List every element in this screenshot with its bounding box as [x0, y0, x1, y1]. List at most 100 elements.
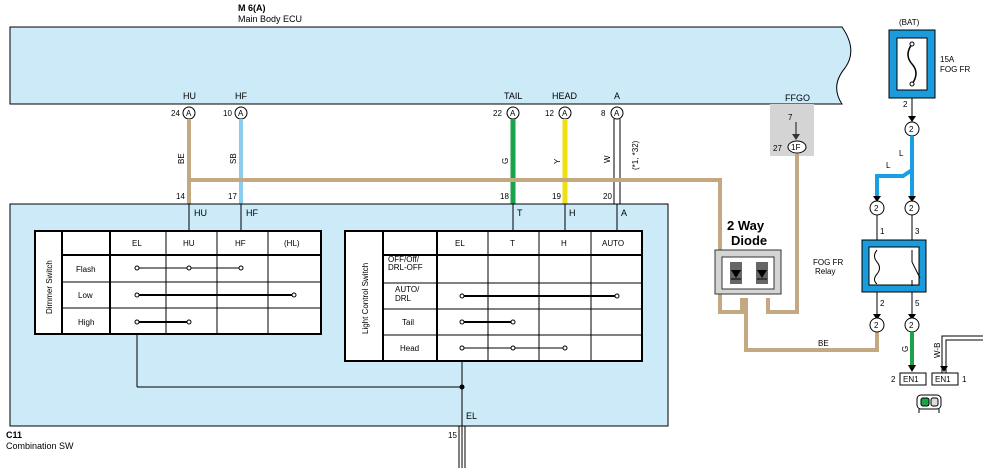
ffgo-pin: 27 — [773, 144, 782, 153]
switch-terminal-hu: HU — [194, 208, 207, 218]
lc-row-tail: Tail — [402, 318, 414, 327]
relay-pin-3: 3 — [915, 227, 920, 236]
lc-col-h: H — [561, 239, 567, 248]
wire-code-hu: BE — [177, 153, 186, 164]
ecu-description: Main Body ECU — [238, 14, 302, 24]
wire-code-hf: SB — [229, 153, 238, 164]
diode-label-1: 2 Way — [727, 218, 765, 233]
relay-output-wires: G W-B EN1 2 EN1 1 — [891, 332, 983, 413]
relay-conn-1: 2 — [874, 204, 879, 213]
en1-right-pin: 1 — [962, 375, 967, 384]
ecu-terminal-hf: HF 10 A — [223, 91, 248, 120]
switch-pin-20: 20 — [603, 192, 612, 201]
ecu-terminal-label: A — [614, 91, 620, 101]
relay-pin-2: 2 — [880, 299, 885, 308]
fog-fr-fuse: (BAT) 15A FOG FR 2 2 — [888, 18, 970, 137]
switch-pin-17: 17 — [228, 192, 237, 201]
ffgo-terminal: FFGO 7 27 1F — [770, 93, 814, 156]
dimmer-col-hf: HF — [235, 239, 246, 248]
switch-terminal-h: H — [569, 208, 576, 218]
ecu-terminal-label: HEAD — [552, 91, 578, 101]
ground-pin: 15 — [448, 431, 457, 440]
lc-row-head: Head — [400, 344, 419, 353]
lc-col-el: EL — [455, 239, 465, 248]
dimmer-col-el: EL — [132, 239, 142, 248]
ecu-terminal-hu: HU 24 A — [171, 91, 196, 120]
fuse-wires: L L — [875, 136, 914, 198]
plug-icon — [916, 394, 942, 413]
wire-code-relay-out: G — [901, 346, 910, 352]
wire-code-ground: W-B — [933, 343, 942, 358]
connector-code: A — [562, 109, 568, 118]
dimmer-col-hu: HU — [183, 239, 195, 248]
wire-code-head: Y — [553, 158, 562, 164]
fuse-rating: 15A — [940, 55, 955, 64]
relay-conn-3: 2 — [909, 204, 914, 213]
connector-code: 1F — [791, 143, 800, 152]
wire-code-relay-be: BE — [818, 339, 829, 348]
dimmer-switch-table: Dimmer Switch EL HU HF (HL) Flash Low Hi… — [34, 230, 322, 335]
ecu-terminal-head: HEAD 12 A — [545, 91, 578, 120]
connector-code: A — [186, 109, 192, 118]
main-body-ecu: M 6(A) Main Body ECU — [9, 3, 852, 105]
en1-right: EN1 — [935, 375, 951, 384]
dimmer-title: Dimmer Switch — [45, 260, 54, 314]
switch-terminal-a: A — [621, 208, 627, 218]
relay-conn-2: 2 — [874, 321, 879, 330]
lc-col-auto: AUTO — [602, 239, 624, 248]
fuse-conn: 2 — [909, 125, 914, 134]
ecu-terminal-pin: 8 — [601, 109, 606, 118]
wire-code-a: W — [603, 155, 612, 163]
relay-pin-5: 5 — [915, 299, 920, 308]
ecu-terminal-label: HF — [235, 91, 247, 101]
ecu-terminal-a: A 8 A — [601, 91, 624, 120]
en1-left-pin: 2 — [891, 375, 896, 384]
switch-pin-18: 18 — [500, 192, 509, 201]
fuse-name: FOG FR — [940, 65, 970, 74]
lc-row-auto: AUTO/ DRL — [395, 285, 419, 303]
switch-pin-14: 14 — [176, 192, 185, 201]
ffgo-pin-top: 7 — [788, 113, 793, 122]
connector-code: A — [614, 109, 620, 118]
wire-note-a: (*1, *32) — [631, 140, 640, 170]
lc-row-off: OFF/Off/ DRL-OFF — [388, 256, 423, 272]
relay-name-1: FOG FR — [813, 258, 843, 267]
fog-fr-relay: 2 2 1 3 FOG FR Relay 2 5 2 2 — [813, 196, 927, 333]
ecu-name: M 6(A) — [238, 3, 266, 13]
wire-code-fuse-branch: L — [886, 161, 891, 170]
switch-name: Combination SW — [6, 441, 74, 451]
wire-code-fuse-out: L — [899, 149, 904, 158]
ecu-terminal-pin: 12 — [545, 109, 554, 118]
wire-code-tail: G — [501, 158, 510, 164]
connector-code: A — [238, 109, 244, 118]
en1-left: EN1 — [903, 375, 919, 384]
ecu-terminal-pin: 22 — [493, 109, 502, 118]
ecu-terminal-label: HU — [183, 91, 196, 101]
dimmer-col-hl: (HL) — [284, 239, 300, 248]
dimmer-row-high: High — [78, 318, 94, 327]
connector-circle — [610, 106, 624, 120]
relay-pin-1: 1 — [880, 227, 885, 236]
light-control-title: Light Control Switch — [361, 263, 370, 334]
switch-terminal-t: T — [517, 208, 523, 218]
switch-pin-19: 19 — [552, 192, 561, 201]
dimmer-row-low: Low — [78, 291, 93, 300]
relay-name-2: Relay — [815, 267, 835, 276]
light-control-switch-table: Light Control Switch EL T H AUTO OFF/Off… — [344, 230, 643, 362]
ecu-terminal-pin: 24 — [171, 109, 180, 118]
relay-conn-5: 2 — [909, 321, 914, 330]
ecu-terminal-label: TAIL — [504, 91, 522, 101]
connector-circle — [787, 140, 807, 154]
switch-code: C11 — [6, 430, 22, 440]
switch-terminal-hf: HF — [246, 208, 258, 218]
ecu-terminal-pin: 10 — [223, 109, 232, 118]
two-way-diode: 2 Way Diode — [714, 218, 782, 295]
connector-code: A — [510, 109, 516, 118]
ecu-terminal-tail: TAIL 22 A — [493, 91, 522, 120]
fuse-bat: (BAT) — [899, 18, 920, 27]
wire-harness: BE SB G Y W (*1, *32) BE — [177, 119, 879, 352]
fuse-pin: 2 — [903, 100, 908, 109]
ffgo-label: FFGO — [785, 93, 810, 103]
diode-label-2: Diode — [731, 233, 767, 248]
